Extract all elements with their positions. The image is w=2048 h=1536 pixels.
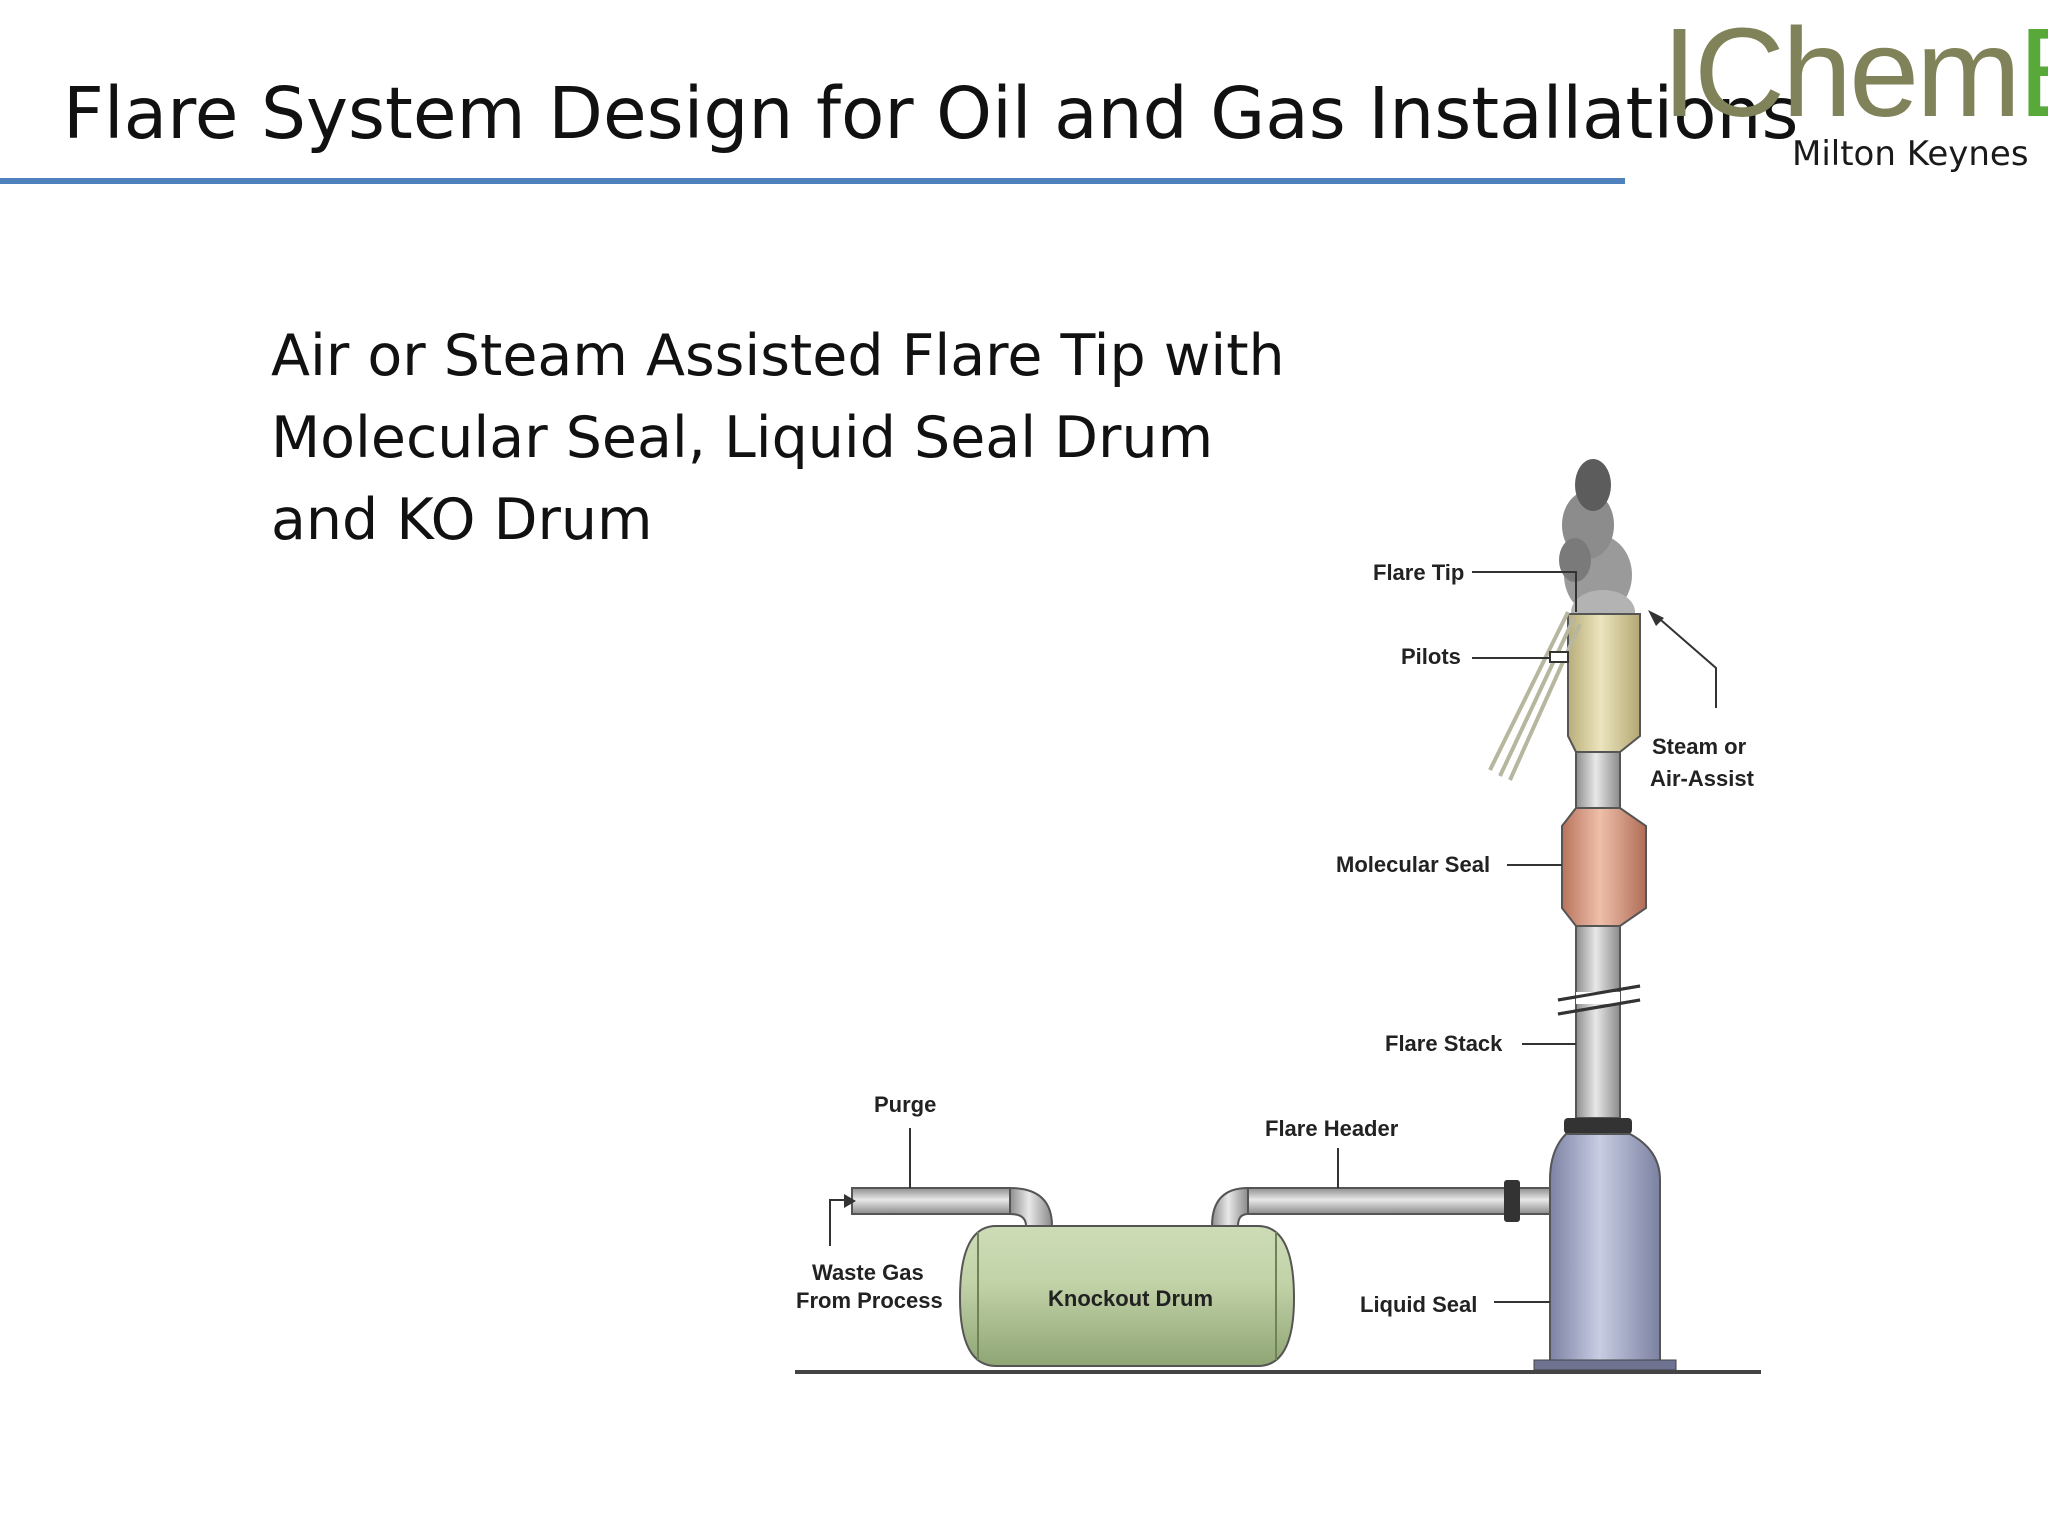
liquid-seal-drum [1549,1133,1661,1363]
pilot-tubes [1488,611,1582,781]
knockout-drum [958,1225,1296,1367]
ground-line [795,1370,1761,1374]
icheme-logo: IChemE Milton Keynes [1662,2,2048,193]
title-underline [0,178,1625,184]
purge-elbow [1009,1186,1054,1227]
molecular-seal [1561,807,1647,927]
smoke-plume [1559,459,1635,634]
liquid-seal-base [1533,1359,1677,1371]
steam-arrowhead [1648,610,1664,626]
purge-pipe [851,1187,1011,1215]
purge-arrowhead [844,1194,856,1208]
label-liquid-seal: Liquid Seal [1360,1292,1477,1317]
label-steam-assist-2: Air-Assist [1650,766,1755,791]
header-elbow [1210,1186,1249,1227]
leader-lines [829,571,1717,1303]
stack-flange [1564,1118,1632,1134]
logo-wordmark: IChemE [1662,0,2048,145]
label-steam-assist-1: Steam or [1652,734,1747,759]
subtitle-line-1: Air or Steam Assisted Flare Tip with [271,323,1285,389]
label-purge: Purge [874,1092,936,1117]
label-waste-gas-1: Waste Gas [812,1260,924,1285]
flare-tip [1567,613,1641,753]
header-valve [1504,1180,1520,1222]
pilot-nozzle [1549,651,1569,663]
logo-word-prefix: IChem [1662,2,2021,143]
logo-location: Milton Keynes [1792,134,2029,174]
label-flare-tip: Flare Tip [1373,560,1464,585]
flare-stack-pipe [1575,737,1621,1119]
subtitle-line-3: and KO Drum [271,487,653,553]
label-flare-stack: Flare Stack [1385,1031,1503,1056]
subtitle-line-2: Molecular Seal, Liquid Seal Drum [271,405,1214,471]
logo-word-suffix: E [2018,2,2048,143]
label-molecular-seal: Molecular Seal [1336,852,1490,877]
label-knockout-drum: Knockout Drum [1048,1286,1213,1311]
slide-subtitle: Air or Steam Assisted Flare Tip with Mol… [271,315,1285,561]
slide-title: Flare System Design for Oil and Gas Inst… [63,72,1799,155]
label-flare-header: Flare Header [1265,1116,1399,1141]
label-waste-gas-2: From Process [796,1288,943,1313]
label-pilots: Pilots [1401,644,1461,669]
